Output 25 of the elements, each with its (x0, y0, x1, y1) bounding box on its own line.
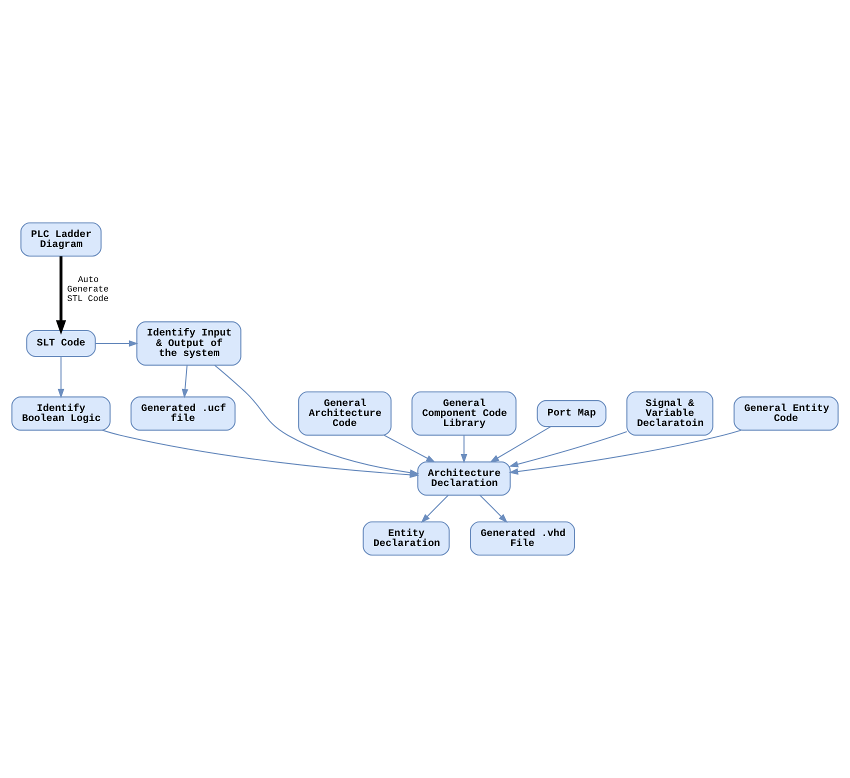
node-box: General Component Code Library (411, 391, 517, 436)
node-box: Generated .vhd File (470, 521, 576, 556)
node-box: General Architecture Code (298, 391, 392, 436)
arrow (182, 365, 188, 398)
node-box: Generated .ucf file (130, 396, 236, 431)
arrow (490, 426, 551, 463)
arrow (58, 356, 64, 398)
arrow (420, 494, 449, 523)
node-box: Identify Input & Output of the system (136, 321, 242, 366)
arrow (508, 431, 627, 468)
node-box: SLT Code (26, 330, 96, 358)
node-box: Signal & Variable Declaratoin (626, 391, 714, 436)
node-box: PLC Ladder Diagram (20, 222, 102, 257)
node-box: Entity Declaration (362, 521, 450, 556)
arrow (508, 430, 742, 475)
node-box: Identify Boolean Logic (11, 396, 111, 431)
node-box: General Entity Code (734, 396, 839, 431)
node-box: Port Map (536, 400, 606, 428)
arrow (384, 434, 436, 463)
node-box: Architecture Declaration (417, 461, 511, 496)
arrow (460, 435, 468, 464)
edge-label: Auto Generate STL Code (67, 275, 109, 304)
arrow (95, 340, 138, 347)
arrow (480, 494, 508, 523)
arrow (56, 256, 66, 335)
